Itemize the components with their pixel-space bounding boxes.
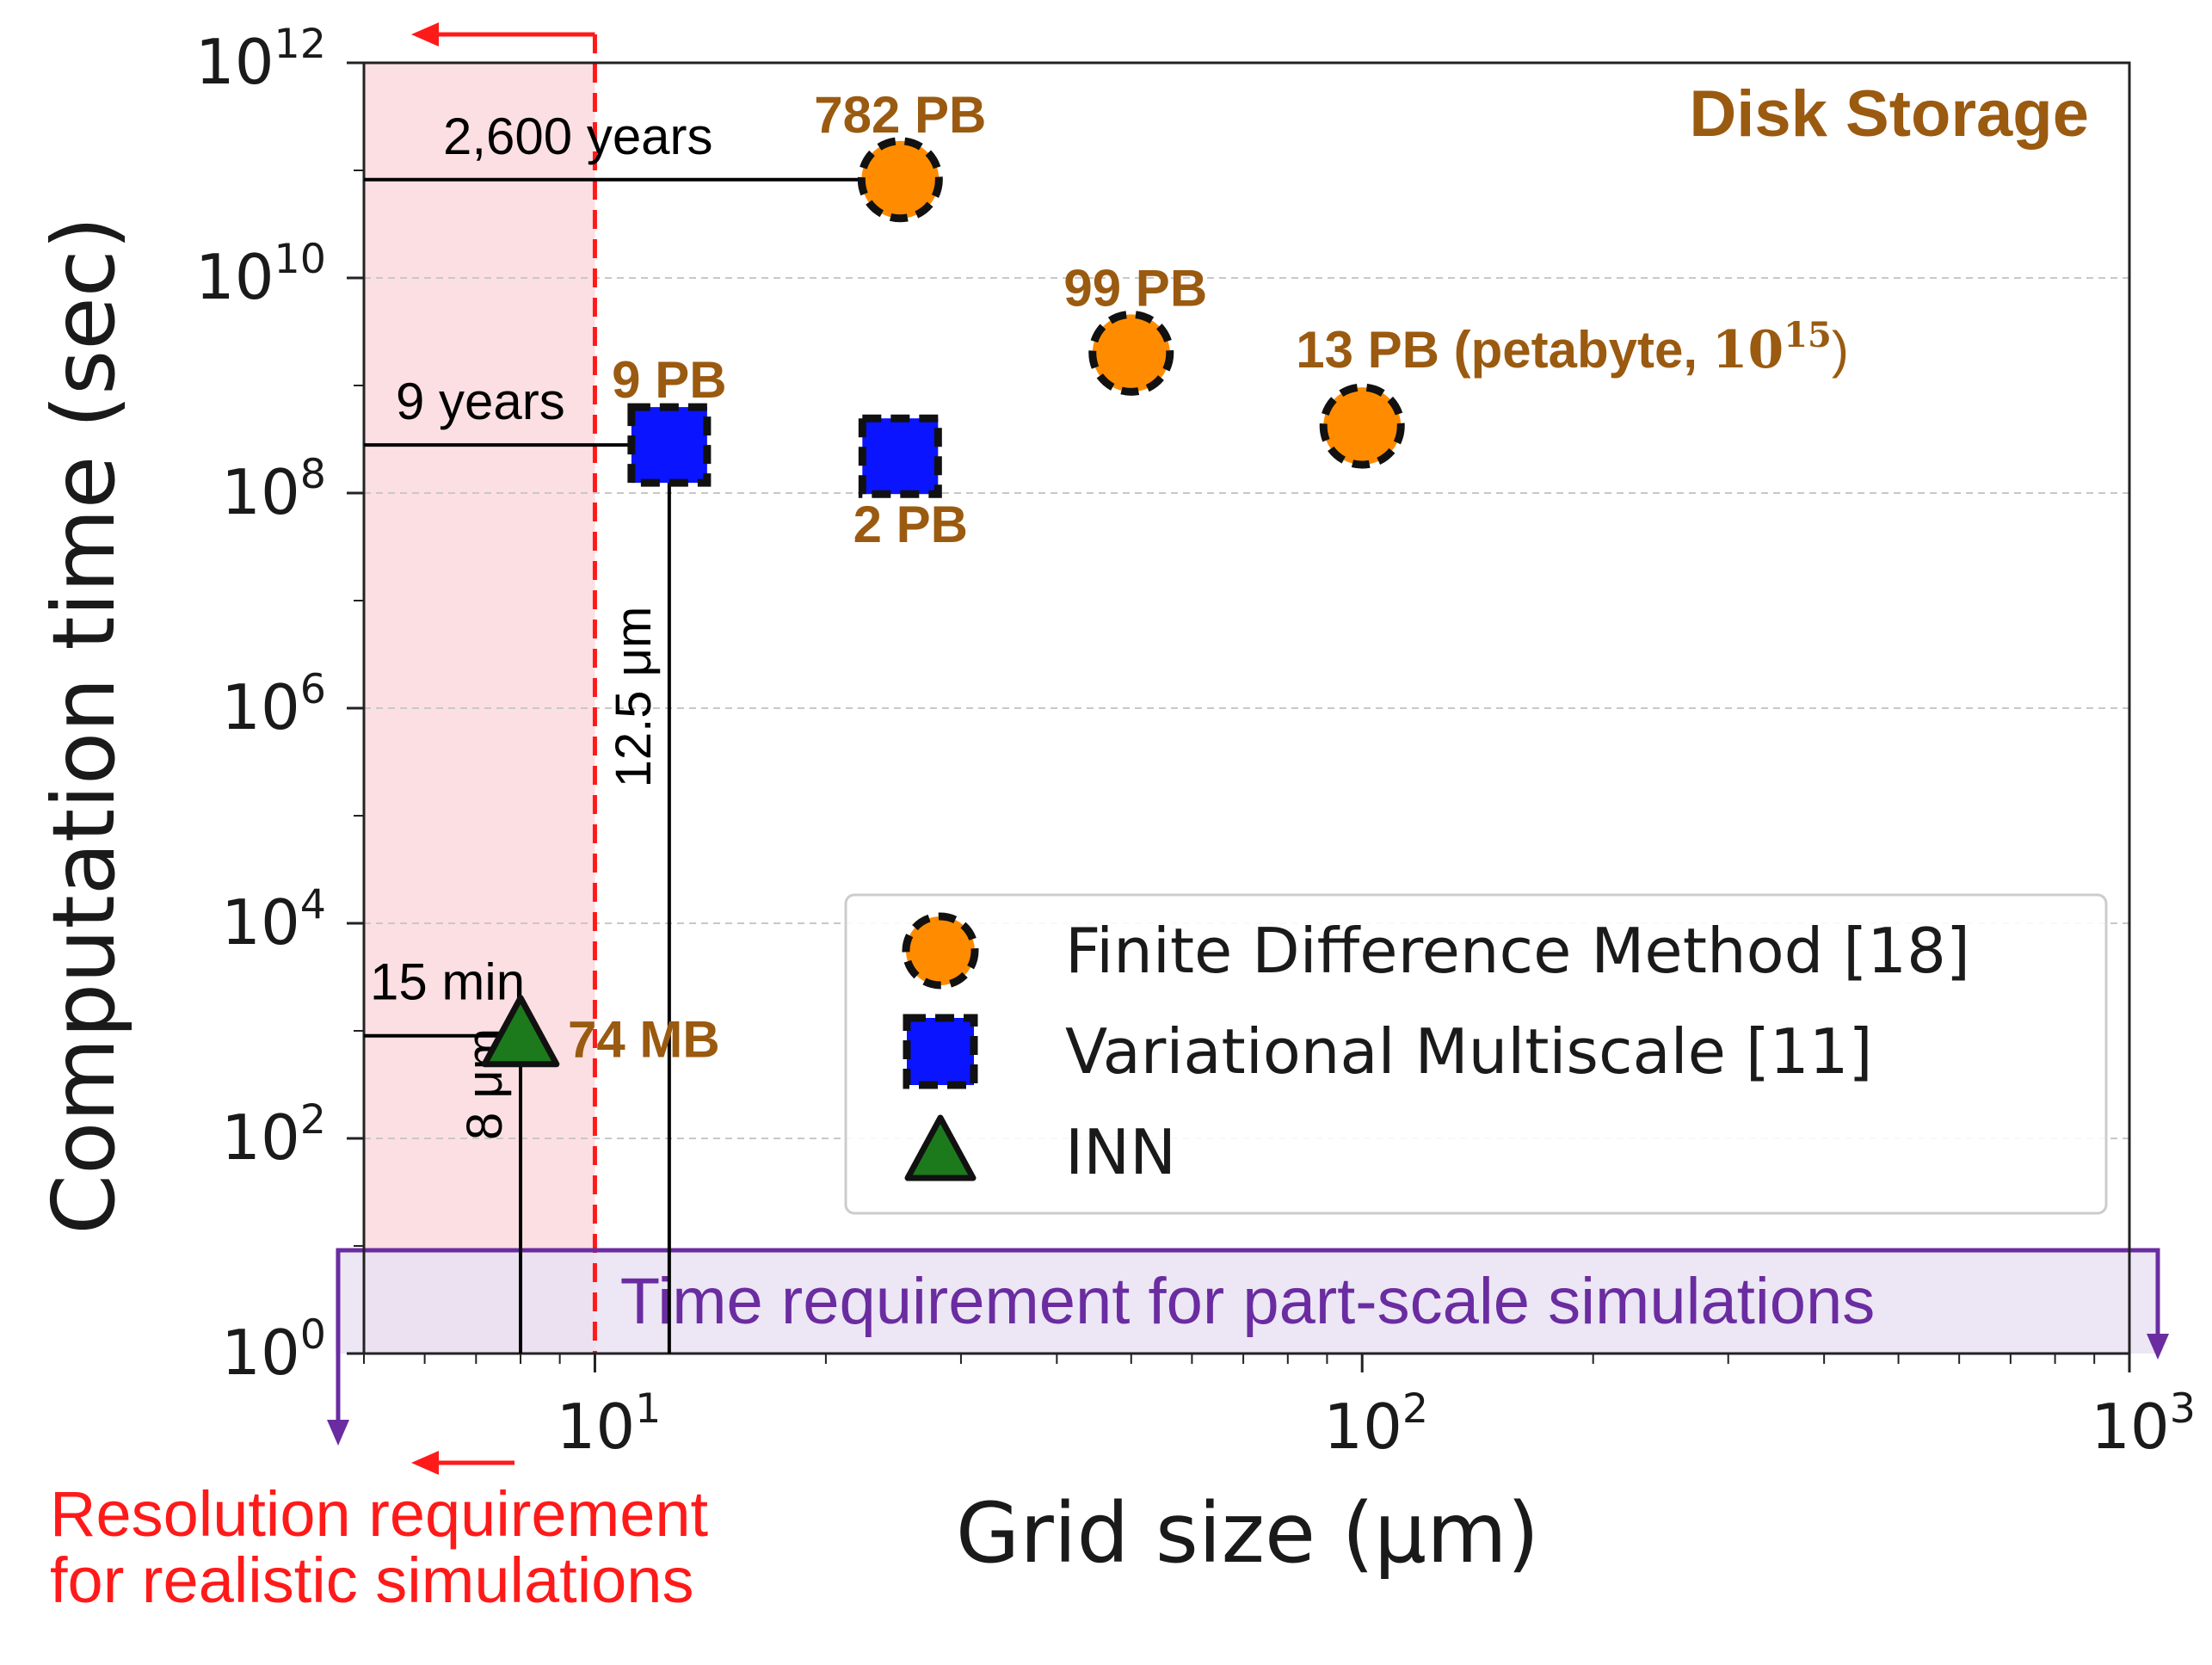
x-tick-label-exp: 1 xyxy=(635,1385,661,1433)
x-tick-label-base: 10 xyxy=(557,1391,636,1463)
y-tick-label-base: 10 xyxy=(221,1101,300,1174)
x-tick-label-base: 10 xyxy=(2091,1391,2170,1463)
time-reference-label: 2,600 years xyxy=(443,108,713,165)
time-requirement-label: Time requirement for part-scale simulati… xyxy=(620,1265,1876,1338)
x-tick-label: 103 xyxy=(2091,1385,2196,1463)
x-tick-label-exp: 2 xyxy=(1402,1385,1428,1433)
y-tick-label: 1012 xyxy=(195,21,326,98)
y-tick-label-base: 10 xyxy=(221,456,300,528)
y-tick-label: 108 xyxy=(221,451,326,528)
y-tick-label-exp: 4 xyxy=(300,881,326,928)
time-reference-label: 15 min xyxy=(370,953,525,1011)
resolution-requirement-line1: Resolution requirement xyxy=(50,1478,709,1550)
y-tick-label-base: 10 xyxy=(221,671,300,743)
time-requirement-band xyxy=(336,1250,2160,1354)
legend-inn-icon xyxy=(904,1114,977,1181)
legend-label: INN xyxy=(1065,1116,1176,1188)
legend-box xyxy=(844,893,2108,1215)
time-reference-label: 9 years xyxy=(396,373,565,430)
vms-point xyxy=(627,403,712,487)
resolution-requirement-line2: for realistic simulations xyxy=(50,1545,693,1616)
y-tick-label-base: 10 xyxy=(221,1317,300,1389)
y-tick-label-exp: 10 xyxy=(274,236,326,283)
y-tick-label-base: 10 xyxy=(195,241,274,313)
fdm-point xyxy=(857,137,943,223)
y-tick-label: 106 xyxy=(221,666,326,743)
storage-label-base: 10 xyxy=(1712,320,1784,380)
y-tick-label-exp: 12 xyxy=(274,21,326,68)
fdm-point xyxy=(1319,383,1405,469)
storage-label: 9 PB xyxy=(612,351,726,409)
plot-frame xyxy=(362,61,2131,1355)
y-tick-label: 102 xyxy=(221,1096,326,1174)
storage-label-text: 13 PB (petabyte, xyxy=(1296,321,1712,379)
resolution-arrow-top-head xyxy=(411,22,439,46)
y-tick-label: 1010 xyxy=(195,236,326,313)
fdm-point xyxy=(1088,310,1174,396)
legend-fdm-icon xyxy=(902,912,979,990)
legend-label: Finite Difference Method [18] xyxy=(1065,915,1970,987)
x-tick-label-exp: 3 xyxy=(2170,1385,2196,1433)
y-axis-label: Computation time (sec) xyxy=(34,216,134,1234)
y-tick-label: 104 xyxy=(221,881,326,959)
x-tick-label: 102 xyxy=(1323,1385,1428,1463)
y-tick-label-base: 10 xyxy=(221,886,300,959)
x-axis-label: Grid size (μm) xyxy=(956,1485,1539,1582)
vms-point xyxy=(858,414,942,498)
time-requirement-arrow-left xyxy=(327,1420,349,1446)
y-tick-label-exp: 8 xyxy=(300,451,326,498)
y-tick-label-exp: 2 xyxy=(300,1096,326,1144)
storage-label: 74 MB xyxy=(568,1011,720,1069)
legend-label: Variational Multiscale [11] xyxy=(1065,1015,1873,1088)
disk-storage-label: Disk Storage xyxy=(1689,77,2089,151)
legend-vms-icon xyxy=(903,1014,978,1089)
grid-reference-label: 12.5 μm xyxy=(606,607,662,788)
y-tick-label-base: 10 xyxy=(195,26,274,98)
y-tick-label-exp: 0 xyxy=(300,1311,326,1359)
y-tick-label: 100 xyxy=(221,1311,326,1389)
storage-label: 13 PB (petabyte, 1015) xyxy=(1296,315,1849,380)
storage-label-exp: 15 xyxy=(1784,315,1832,355)
storage-label: 782 PB xyxy=(814,86,986,144)
time-requirement-bracket xyxy=(336,1248,2160,1428)
storage-label: 99 PB xyxy=(1063,259,1207,317)
y-tick-label-exp: 6 xyxy=(300,666,326,713)
x-tick-label: 101 xyxy=(557,1385,662,1463)
resolution-arrow-bottom-head xyxy=(411,1451,439,1475)
inn-point xyxy=(481,995,560,1068)
x-tick-label-base: 10 xyxy=(1323,1391,1402,1463)
time-requirement-arrow-right xyxy=(2147,1334,2169,1360)
storage-label-end: ) xyxy=(1832,321,1849,379)
storage-label: 2 PB xyxy=(853,496,968,553)
